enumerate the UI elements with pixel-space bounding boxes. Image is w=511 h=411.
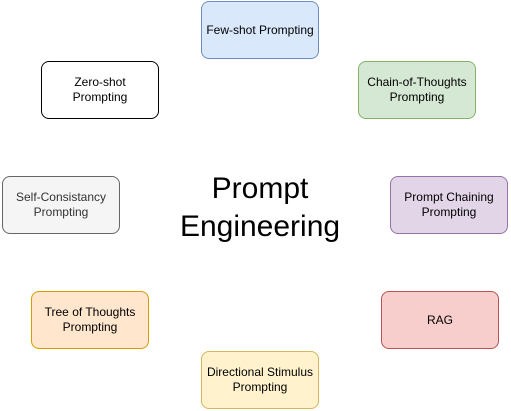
node-label: Self-Consistancy Prompting xyxy=(15,190,107,219)
node-label: Directional Stimulus Prompting xyxy=(206,365,314,394)
node-self-consistancy-prompting[interactable]: Self-Consistancy Prompting xyxy=(2,176,120,234)
title-line-2: Engineering xyxy=(179,210,341,243)
node-label: RAG xyxy=(426,312,453,327)
node-label: Prompt Chaining Prompting xyxy=(404,190,494,219)
diagram-title: Prompt Engineering xyxy=(150,170,370,246)
node-few-shot-prompting[interactable]: Few-shot Prompting xyxy=(201,1,319,59)
node-zero-shot-prompting[interactable]: Zero-shot Prompting xyxy=(41,61,159,119)
node-label: Chain-of-Thoughts Prompting xyxy=(367,75,467,104)
node-label: Zero-shot Prompting xyxy=(72,75,128,104)
title-line-1: Prompt xyxy=(211,172,309,205)
node-label: Tree of Thoughts Prompting xyxy=(44,305,136,334)
node-label: Few-shot Prompting xyxy=(206,22,314,37)
node-chain-of-thoughts-prompting[interactable]: Chain-of-Thoughts Prompting xyxy=(358,61,476,119)
node-prompt-chaining-prompting[interactable]: Prompt Chaining Prompting xyxy=(390,176,508,234)
node-directional-stimulus-prompting[interactable]: Directional Stimulus Prompting xyxy=(201,351,319,409)
node-tree-of-thoughts-prompting[interactable]: Tree of Thoughts Prompting xyxy=(31,291,149,349)
node-rag[interactable]: RAG xyxy=(381,291,499,349)
